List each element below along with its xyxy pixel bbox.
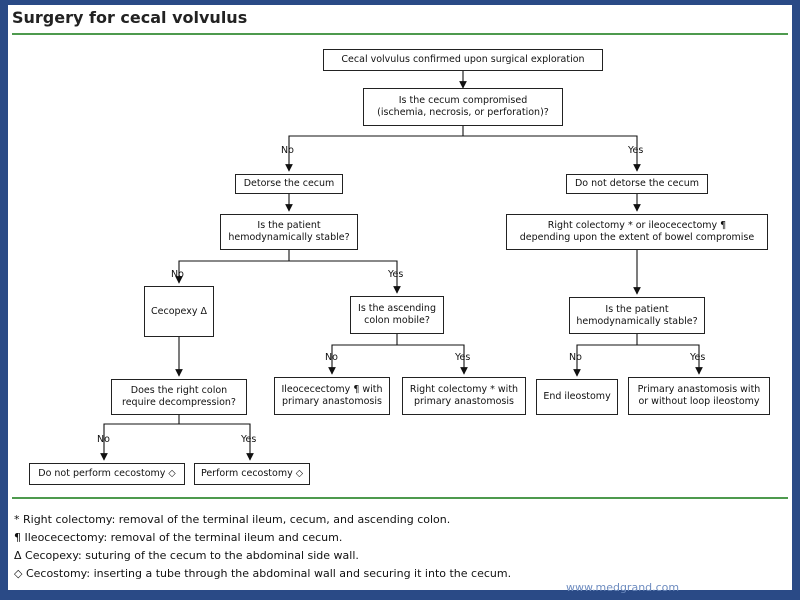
branch-label-no: No — [171, 269, 184, 280]
box-cecopexy: Cecopexy Δ — [144, 286, 214, 337]
box-perform-cecostomy: Perform cecostomy ◇ — [194, 463, 310, 485]
footnote-right-colectomy: * Right colectomy: removal of the termin… — [14, 513, 451, 526]
footnote-cecostomy: ◇ Cecostomy: inserting a tube through th… — [14, 567, 512, 580]
footnote-divider — [12, 497, 788, 499]
footnote-ileocecectomy: ¶ Ileocecectomy: removal of the terminal… — [14, 531, 343, 544]
branch-label-no: No — [569, 352, 582, 363]
footnote-cecopexy: Δ Cecopexy: suturing of the cecum to the… — [14, 549, 359, 562]
box-detorse-cecum: Detorse the cecum — [235, 174, 343, 194]
box-cecum-compromised: Is the cecum compromised(ischemia, necro… — [363, 88, 563, 126]
branch-label-no: No — [97, 434, 110, 445]
box-end-ileostomy: End ileostomy — [536, 379, 618, 415]
branch-label-no: No — [281, 145, 294, 156]
branch-label-yes: Yes — [241, 434, 257, 445]
branch-label-no: No — [325, 352, 338, 363]
page-title: Surgery for cecal volvulus — [12, 8, 248, 27]
footnotes: * Right colectomy: removal of the termin… — [14, 511, 714, 583]
branch-label-yes: Yes — [690, 352, 706, 363]
branch-label-yes: Yes — [388, 269, 404, 280]
box-do-not-detorse: Do not detorse the cecum — [566, 174, 708, 194]
branch-label-yes: Yes — [628, 145, 644, 156]
branch-label-yes: Yes — [455, 352, 471, 363]
box-do-not-perform-cecostomy: Do not perform cecostomy ◇ — [29, 463, 185, 485]
title-divider — [12, 33, 788, 35]
box-colectomy-or-ileocecectomy: Right colectomy * or ileocecectomy ¶depe… — [506, 214, 768, 250]
watermark-text: www.medgrand.com — [566, 581, 680, 594]
box-volvulus-confirmed: Cecal volvulus confirmed upon surgical e… — [323, 49, 603, 71]
